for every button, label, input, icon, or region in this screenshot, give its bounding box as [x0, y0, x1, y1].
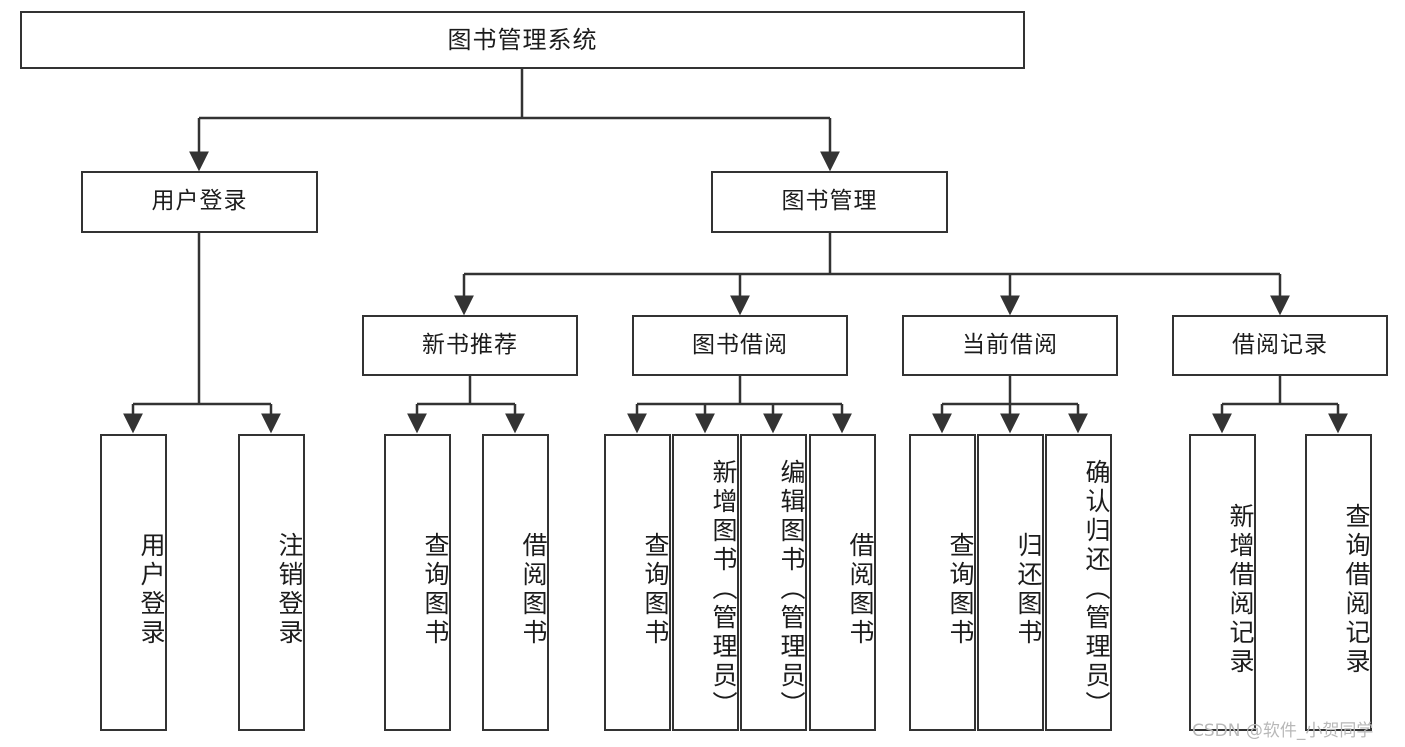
node-label: 注销登录: [275, 531, 304, 648]
node-label: 查询借阅记录: [1342, 502, 1371, 677]
leaf-current-borrow-return[interactable]: 归还图书: [977, 434, 1044, 731]
leaf-new-book-query[interactable]: 查询图书: [384, 434, 451, 731]
leaf-book-borrow-borrow[interactable]: 借阅图书: [809, 434, 876, 731]
node-label: 查询图书: [946, 531, 975, 648]
leaf-book-borrow-edit[interactable]: 编辑图书（管理员）: [740, 434, 807, 731]
leaf-new-book-borrow[interactable]: 借阅图书: [482, 434, 549, 731]
leaf-user-login-signin[interactable]: 用户登录: [100, 434, 167, 731]
leaf-current-borrow-query[interactable]: 查询图书: [909, 434, 976, 731]
node-label: 新书推荐: [422, 331, 518, 358]
node-label: 借阅图书: [846, 531, 875, 648]
node-label: 当前借阅: [962, 331, 1058, 358]
node-label: 归还图书: [1014, 531, 1043, 648]
csdn-watermark: CSDN @软件_小贺同学: [1192, 721, 1374, 741]
node-label: 新增图书（管理员）: [709, 459, 738, 720]
node-label: 查询图书: [421, 531, 450, 648]
node-label: 用户登录: [151, 188, 248, 215]
leaf-book-borrow-add[interactable]: 新增图书（管理员）: [672, 434, 739, 731]
leaf-user-login-signout[interactable]: 注销登录: [238, 434, 305, 731]
node-label: 编辑图书（管理员）: [777, 459, 806, 720]
node-book-management[interactable]: 图书管理: [711, 171, 948, 233]
leaf-current-borrow-confirm-return[interactable]: 确认归还（管理员）: [1045, 434, 1112, 731]
node-current-borrow[interactable]: 当前借阅: [902, 315, 1118, 376]
node-borrow-record[interactable]: 借阅记录: [1172, 315, 1388, 376]
leaf-borrow-record-add[interactable]: 新增借阅记录: [1189, 434, 1256, 731]
node-label: 借阅记录: [1232, 331, 1328, 358]
node-label: 新增借阅记录: [1226, 502, 1255, 677]
node-label: 图书管理: [781, 188, 878, 215]
node-label: 借阅图书: [519, 531, 548, 648]
node-label: 确认归还（管理员）: [1082, 459, 1111, 720]
node-root-system[interactable]: 图书管理系统: [20, 11, 1025, 69]
node-label: 图书借阅: [692, 331, 788, 358]
node-user-login[interactable]: 用户登录: [81, 171, 318, 233]
node-book-borrow[interactable]: 图书借阅: [632, 315, 848, 376]
node-new-book-recommend[interactable]: 新书推荐: [362, 315, 578, 376]
leaf-book-borrow-query[interactable]: 查询图书: [604, 434, 671, 731]
leaf-borrow-record-query[interactable]: 查询借阅记录: [1305, 434, 1372, 731]
node-label: 用户登录: [137, 531, 166, 648]
node-label: 图书管理系统: [447, 25, 598, 54]
node-label: 查询图书: [641, 531, 670, 648]
